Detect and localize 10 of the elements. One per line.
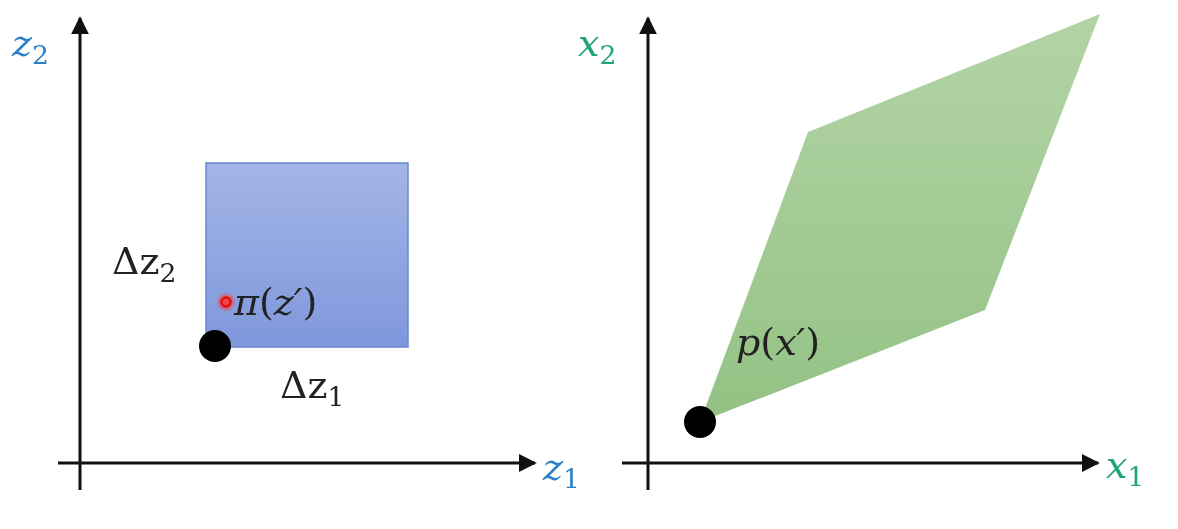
axis-label: z$_{1}$ [543,448,580,493]
function-label: p(x′) [736,323,821,361]
axis-label: x$_{2}$ [578,24,617,69]
dimension-label: Δz$_{2}$ [112,242,177,287]
dimension-label: Δz$_{1}$ [280,366,345,411]
parallelogram-region [684,14,1100,438]
axis-label: z$_{2}$ [12,24,49,69]
square-region [199,163,408,363]
function-label: π(z′) [234,283,318,321]
axis-label: x$_{1}$ [1106,446,1145,491]
